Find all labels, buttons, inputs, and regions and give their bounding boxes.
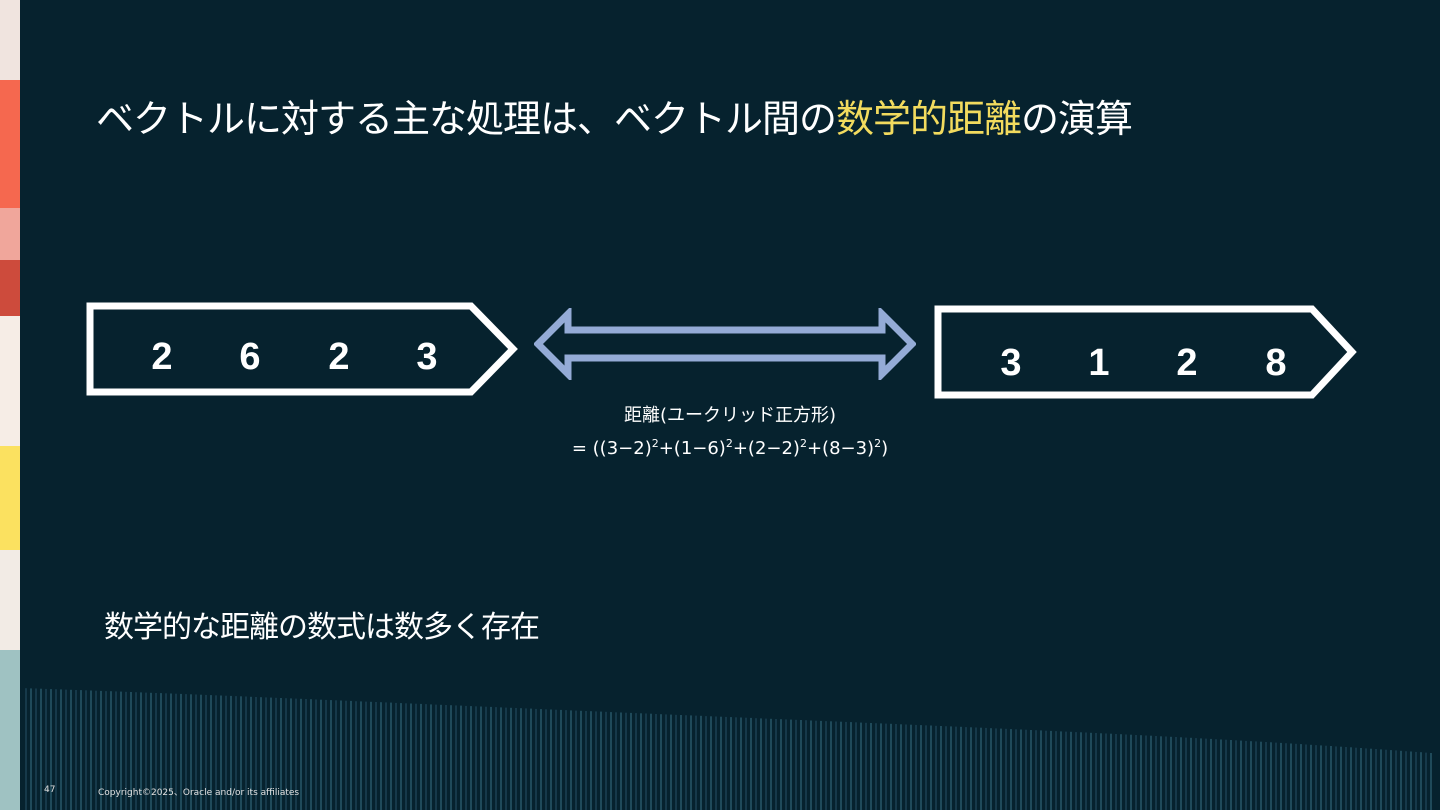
formula-part: +(1−6) [658, 438, 726, 459]
formula-part: +(2−2) [732, 438, 800, 459]
copyright-text: Copyright©2025、Oracle and/or its affilia… [98, 788, 300, 798]
vector-a-value: 2 [328, 336, 350, 378]
formula-label: 距離(ユークリッド正方形) [623, 405, 837, 426]
vector-a: 2 6 2 3 [86, 302, 518, 396]
slide-title: ベクトルに対する主な処理は、ベクトル間の数学的距離の演算 [96, 88, 1133, 143]
subtitle: 数学的な距離の数式は数多く存在 [104, 610, 540, 645]
vector-a-value: 6 [239, 336, 261, 378]
vector-b: 3 1 2 8 [934, 305, 1358, 399]
vector-b-value: 2 [1176, 342, 1198, 384]
page-number: 47 [44, 785, 56, 795]
formula-exponent: 2 [874, 437, 882, 450]
title-suffix: の演算 [1021, 97, 1133, 141]
double-arrow-icon [534, 308, 916, 380]
formula-part: ) [881, 438, 889, 459]
vector-b-value: 3 [1000, 342, 1022, 384]
formula-part: = ((3−2) [571, 438, 652, 459]
vector-a-outline [86, 302, 518, 396]
formula-exponent: 2 [725, 437, 733, 450]
vector-a-value: 2 [151, 336, 173, 378]
formula-expression: = ((3−2)2+(1−6)2+(2−2)2+(8−3)2) [520, 430, 940, 463]
formula-exponent: 2 [799, 437, 807, 450]
vector-b-outline [934, 305, 1357, 399]
decorative-side-stripe [0, 0, 20, 810]
formula-part: +(8−3) [806, 438, 875, 459]
title-highlight: 数学的距離 [836, 97, 1022, 141]
title-prefix: ベクトルに対する主な処理は、ベクトル間の [96, 97, 837, 141]
vector-a-value: 3 [416, 336, 438, 378]
vector-b-value: 1 [1088, 342, 1110, 384]
distance-formula: 距離(ユークリッド正方形) = ((3−2)2+(1−6)2+(2−2)2+(8… [520, 402, 940, 463]
vector-b-value: 8 [1265, 342, 1287, 384]
formula-exponent: 2 [651, 437, 659, 450]
decorative-wave-lines [25, 688, 1432, 810]
